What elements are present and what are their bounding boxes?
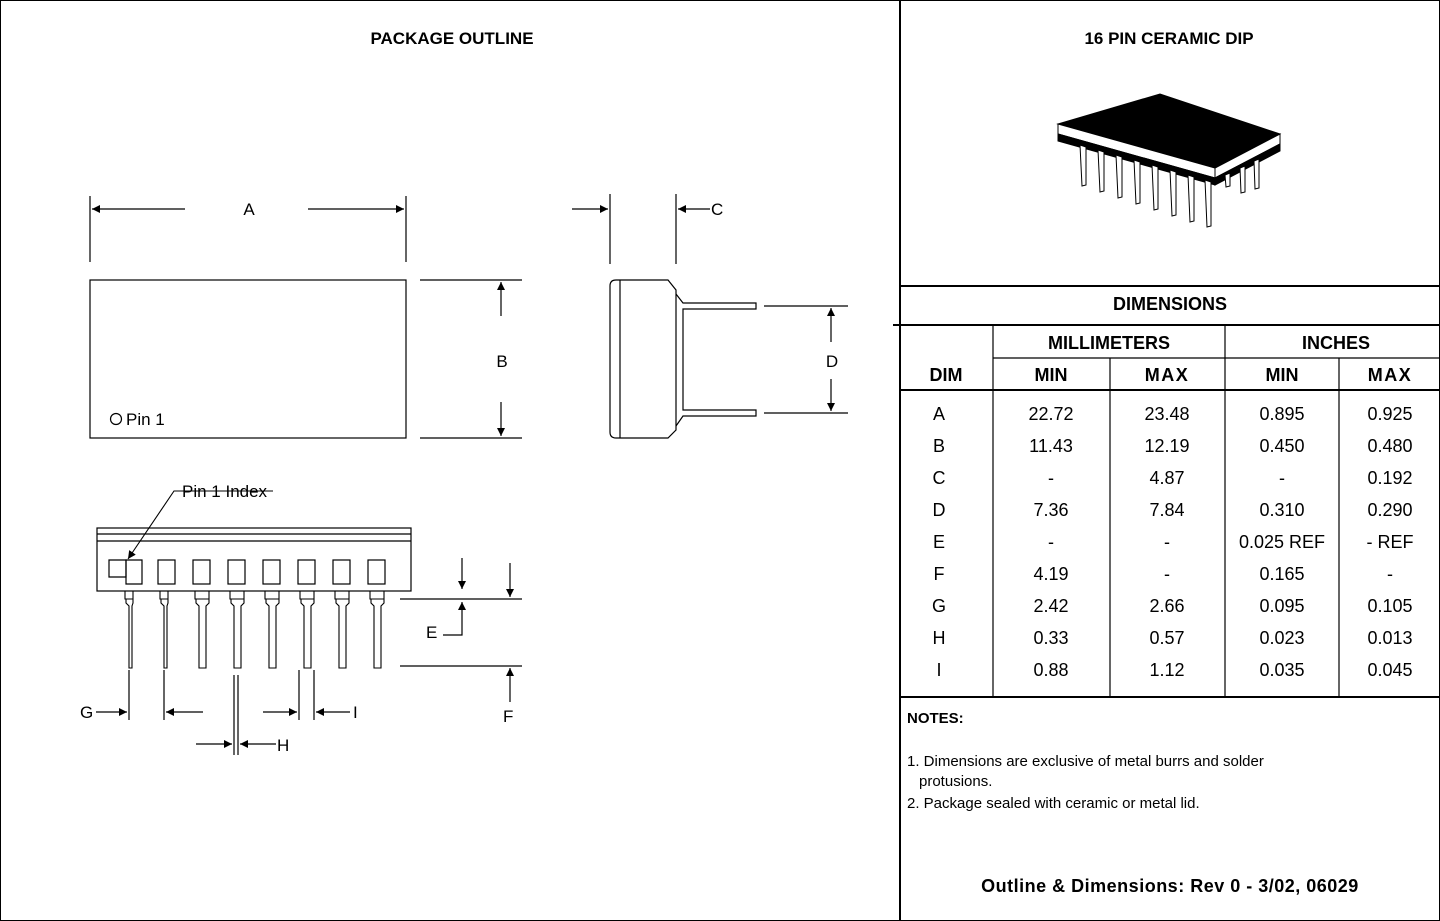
- table-cell-mm-min: 11.43: [1029, 436, 1073, 456]
- note-line-1: 1. Dimensions are exclusive of metal bur…: [907, 753, 1264, 770]
- table-cell-in-min: 0.165: [1259, 564, 1304, 584]
- table-cell-in-max: -: [1387, 564, 1393, 584]
- table-cell-mm-min: 22.72: [1028, 404, 1073, 424]
- unit-header-inches: INCHES: [1302, 333, 1370, 353]
- pin1-marker-circle: [109, 412, 123, 426]
- table-cell-in-min: 0.023: [1259, 628, 1304, 648]
- dim-label-C: C: [711, 200, 723, 219]
- dim-label-G: G: [80, 703, 93, 722]
- col-header-mm-max: MAX: [1145, 365, 1190, 385]
- table-cell-in-min: 0.450: [1259, 436, 1304, 456]
- table-cell-dim: D: [933, 500, 946, 520]
- notes-title: NOTES:: [907, 710, 964, 727]
- top-view: [89, 196, 522, 439]
- table-cell-mm-min: -: [1048, 532, 1054, 552]
- table-cell-mm-min: 7.36: [1033, 500, 1068, 520]
- col-header-in-min: MIN: [1266, 365, 1299, 385]
- table-cell-mm-max: 12.19: [1144, 436, 1189, 456]
- pins: [124, 591, 385, 669]
- col-header-dim: DIM: [930, 365, 963, 385]
- dim-label-H: H: [277, 736, 289, 755]
- dim-label-I: I: [353, 703, 358, 722]
- table-cell-in-max: 0.192: [1367, 468, 1412, 488]
- table-cell-in-max: 0.480: [1367, 436, 1412, 456]
- table-cell-mm-min: 0.33: [1033, 628, 1068, 648]
- front-view: [96, 527, 412, 592]
- table-cell-mm-min: -: [1048, 468, 1054, 488]
- table-cell-in-min: 0.035: [1259, 660, 1304, 680]
- table-cell-mm-max: -: [1164, 532, 1170, 552]
- dim-label-D: D: [826, 352, 838, 371]
- table-cell-mm-min: 4.19: [1033, 564, 1068, 584]
- dimensions-title: DIMENSIONS: [1113, 294, 1227, 314]
- pin1-label: Pin 1: [126, 410, 165, 429]
- table-cell-mm-max: 2.66: [1149, 596, 1184, 616]
- dim-label-A: A: [243, 200, 255, 219]
- side-view: [572, 194, 848, 439]
- table-cell-mm-max: 23.48: [1144, 404, 1189, 424]
- package-type-title: 16 PIN CERAMIC DIP: [1084, 29, 1253, 48]
- dim-label-B: B: [496, 352, 507, 371]
- table-cell-in-min: 0.310: [1259, 500, 1304, 520]
- table-cell-mm-max: 4.87: [1149, 468, 1184, 488]
- table-cell-in-min: 0.025 REF: [1239, 532, 1325, 552]
- table-cell-dim: I: [936, 660, 941, 680]
- table-cell-in-max: 0.290: [1367, 500, 1412, 520]
- note-line-2: protusions.: [919, 773, 992, 790]
- table-cell-mm-max: -: [1164, 564, 1170, 584]
- dimensions-table-grid: [893, 324, 1440, 698]
- table-cell-in-min: -: [1279, 468, 1285, 488]
- table-cell-in-max: 0.013: [1367, 628, 1412, 648]
- package-outline-title: PACKAGE OUTLINE: [370, 29, 533, 48]
- table-cell-mm-max: 0.57: [1149, 628, 1184, 648]
- dim-label-F: F: [503, 707, 513, 726]
- table-cell-in-max: 0.925: [1367, 404, 1412, 424]
- table-cell-dim: E: [933, 532, 945, 552]
- table-cell-dim: H: [933, 628, 946, 648]
- note-line-3: 2. Package sealed with ceramic or metal …: [907, 795, 1200, 812]
- table-cell-mm-max: 1.12: [1149, 660, 1184, 680]
- col-header-in-max: MAX: [1368, 365, 1413, 385]
- col-header-mm-min: MIN: [1035, 365, 1068, 385]
- chip-illustration: [1056, 93, 1282, 228]
- table-cell-dim: G: [932, 596, 946, 616]
- dims-E-F: [400, 558, 522, 702]
- table-cell-in-min: 0.895: [1259, 404, 1304, 424]
- table-cell-dim: F: [934, 564, 945, 584]
- table-cell-dim: B: [933, 436, 945, 456]
- dims-G-H-I: [96, 670, 350, 755]
- dim-label-E: E: [426, 623, 437, 642]
- table-cell-mm-max: 7.84: [1149, 500, 1184, 520]
- table-cell-in-min: 0.095: [1259, 596, 1304, 616]
- table-cell-dim: C: [933, 468, 946, 488]
- table-cell-in-max: - REF: [1367, 532, 1414, 552]
- table-cell-mm-min: 2.42: [1033, 596, 1068, 616]
- unit-header-mm: MILLIMETERS: [1048, 333, 1170, 353]
- table-cell-dim: A: [933, 404, 945, 424]
- pin1-index-label: Pin 1 Index: [182, 482, 268, 501]
- table-cell-in-max: 0.045: [1367, 660, 1412, 680]
- footer-revision: Outline & Dimensions: Rev 0 - 3/02, 0602…: [981, 876, 1359, 896]
- table-cell-in-max: 0.105: [1367, 596, 1412, 616]
- pin1-index-leader: [127, 490, 273, 560]
- table-cell-mm-min: 0.88: [1033, 660, 1068, 680]
